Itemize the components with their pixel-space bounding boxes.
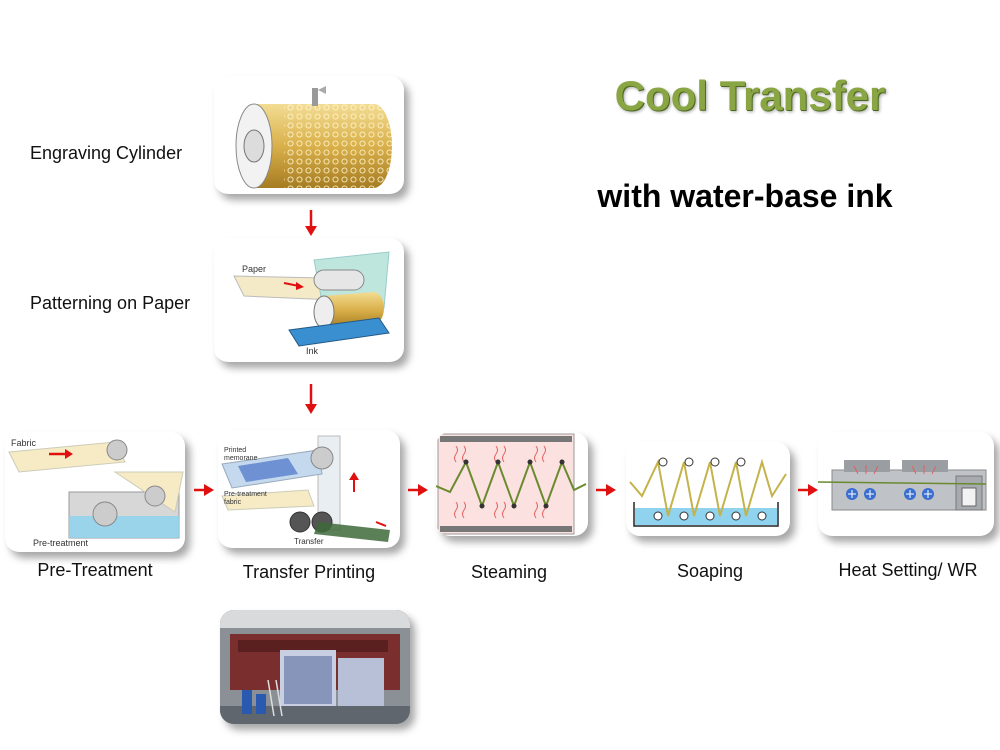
soaping-label: Soaping bbox=[676, 561, 744, 581]
transfer-printing-illustration: Printed memorane Pre-treatment fabric Tr… bbox=[221, 435, 390, 546]
diagram-subtitle: with water-base ink bbox=[597, 178, 893, 214]
pretreatment-illustration: Fabric Pre-treatment bbox=[8, 438, 184, 548]
soaping-card bbox=[626, 442, 790, 536]
printed-text-2: memorane bbox=[224, 455, 258, 462]
pretreat-text: Pre-treatment bbox=[33, 538, 89, 548]
pretreatment-card: Fabric Pre-treatment bbox=[5, 432, 185, 552]
ink-text: Ink bbox=[306, 346, 319, 356]
heat-setting-card bbox=[818, 432, 994, 536]
arrow-right-3 bbox=[596, 484, 616, 496]
transfer-printing-label: Transfer Printing bbox=[242, 562, 376, 582]
engraving-cylinder-illustration bbox=[235, 86, 392, 189]
arrow-right-4 bbox=[798, 484, 818, 496]
steaming-illustration bbox=[436, 433, 587, 535]
engraving-cylinder-card bbox=[214, 76, 404, 194]
soaping-illustration bbox=[629, 457, 787, 527]
diagram-title: Cool Transfer bbox=[614, 72, 886, 119]
patterning-card: Paper Ink bbox=[214, 238, 404, 362]
arrow-down-2 bbox=[305, 384, 317, 414]
pretreatment-label: Pre-Treatment bbox=[37, 560, 153, 580]
heat-setting-illustration bbox=[818, 460, 987, 511]
transfer-printing-card: Printed memorane Pre-treatment fabric Tr… bbox=[218, 430, 400, 548]
printed-text-1: Printed bbox=[224, 447, 246, 454]
patterning-label: Patterning on Paper bbox=[30, 293, 191, 313]
pretreated-text-2: fabric bbox=[224, 499, 242, 506]
steaming-card bbox=[436, 432, 588, 536]
arrow-down-1 bbox=[305, 210, 317, 236]
transfer-text: Transfer bbox=[294, 537, 324, 546]
factory-photo-illustration bbox=[220, 610, 410, 724]
patterning-illustration: Paper Ink bbox=[233, 251, 390, 356]
fabric-text: Fabric bbox=[11, 438, 37, 448]
heat-setting-label: Heat Setting/ WR bbox=[838, 560, 978, 580]
paper-text: Paper bbox=[242, 264, 266, 274]
pretreated-text-1: Pre-treatment bbox=[224, 491, 267, 498]
engraving-label: Engraving Cylinder bbox=[30, 143, 183, 163]
arrow-right-1 bbox=[194, 484, 214, 496]
steaming-label: Steaming bbox=[470, 562, 548, 582]
transfer-machine-photo bbox=[220, 610, 410, 724]
arrow-right-2 bbox=[408, 484, 428, 496]
